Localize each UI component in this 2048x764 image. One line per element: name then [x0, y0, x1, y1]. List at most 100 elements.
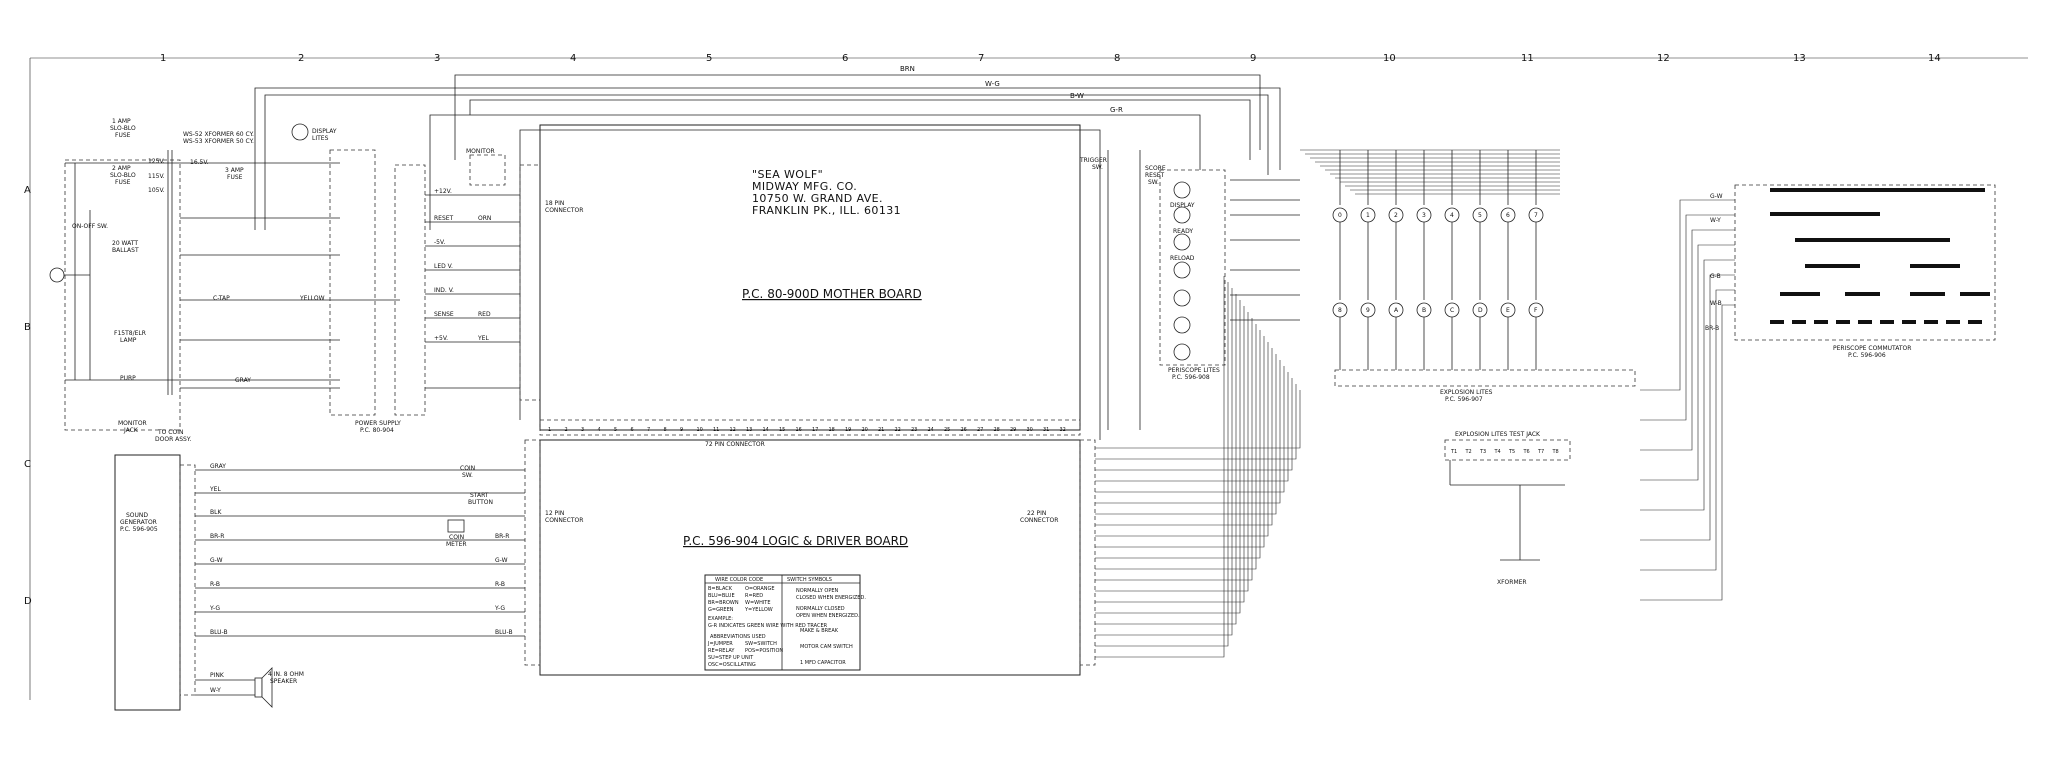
- company-address: 10750 W. GRAND AVE.: [752, 192, 883, 205]
- fuse2-label-b: SLO-BLO: [110, 172, 136, 179]
- pin72-label: 5: [614, 427, 617, 433]
- bundle-wire: [1095, 318, 1253, 581]
- commutator-wire-g-w: G-W: [1710, 193, 1723, 200]
- test-jack-pin: T1: [1450, 449, 1457, 455]
- example-heading: EXAMPLE:: [708, 616, 733, 622]
- pin72-label: 29: [1010, 427, 1016, 433]
- sound-wire-r-b: R-B: [210, 581, 220, 588]
- pin72-label: 31: [1043, 427, 1049, 433]
- pin72-label: 12: [730, 427, 736, 433]
- sound-generator: SOUND GENERATOR P.C. 596-905 GRAY YEL BL…: [114, 454, 525, 711]
- connector-18-pin-word: CONNECTOR: [545, 207, 583, 214]
- switch-normally-open-desc: CLOSED WHEN ENERGIZED.: [796, 595, 866, 601]
- power-input-section: ON-OFF SW. 1 AMP SLO-BLO FUSE 2 AMP SLO-…: [49, 118, 340, 443]
- display-lamp-label: DISPLAY: [1170, 202, 1195, 209]
- ps-wire-yel: YEL: [477, 335, 489, 342]
- commutator-feed-wire: [1640, 214, 1735, 421]
- speaker: 4 IN. 8 OHM SPEAKER: [254, 667, 304, 708]
- game-title: "SEA WOLF": [752, 168, 823, 181]
- pin72-label: 17: [812, 427, 818, 433]
- explosion-lamp-label: F: [1534, 307, 1538, 314]
- bundle-wire: [1095, 330, 1261, 559]
- mother-board: P.C. 80-900D MOTHER BOARD: [539, 124, 1081, 431]
- right-bus-lines: [1095, 199, 1735, 658]
- pin72-label: 20: [862, 427, 868, 433]
- connector-18-pin: 18 PIN CONNECTOR: [519, 164, 583, 401]
- sound-wire-w-y: W-Y: [210, 687, 221, 694]
- tap-16v: 16.5V.: [190, 159, 209, 166]
- explosion-lamp-label: B: [1422, 307, 1426, 314]
- ps-signal-neg5v: -5V.: [434, 239, 445, 246]
- commutator-feed-wire: [1640, 304, 1735, 601]
- fluorescent-lamp-label: F15T8/ELR: [114, 330, 146, 337]
- abbr-switch: SW=SWITCH: [745, 641, 777, 647]
- bundle-wire: [1095, 378, 1293, 471]
- grid-col-8: 8: [1114, 53, 1120, 64]
- pin72-label: 8: [664, 427, 667, 433]
- explosion-lamp-label: 6: [1506, 212, 1510, 219]
- color-code-o: O=ORANGE: [745, 586, 775, 592]
- yellow-wire-label: YELLOW: [299, 295, 325, 302]
- pin72-label: 16: [796, 427, 802, 433]
- pin72-label: 10: [697, 427, 703, 433]
- pin72-label: 24: [928, 427, 934, 433]
- logic-wire-r-b: R-B: [495, 581, 505, 588]
- top-bus-wires: BRN W-G B-W G-R: [254, 65, 1281, 440]
- explosion-lamp-label: E: [1506, 307, 1510, 314]
- grid-col-7: 7: [978, 53, 984, 64]
- trigger-switch-label-2: SW.: [1092, 164, 1103, 171]
- commutator-feed-wire: [1640, 229, 1735, 451]
- test-jack-pin: T4: [1494, 449, 1501, 455]
- fuse3-label: 3 AMP: [225, 167, 244, 174]
- commutator-wire-w-y: W-Y: [1710, 217, 1721, 224]
- test-jack-pin: T2: [1465, 449, 1472, 455]
- test-jack-pin: T3: [1479, 449, 1486, 455]
- sound-wire-gray: GRAY: [210, 463, 226, 470]
- company-city: FRANKLIN PK., ILL. 60131: [752, 204, 901, 217]
- bundle-wire: [1095, 342, 1269, 537]
- coin-door-label-2: DOOR ASSY.: [155, 436, 191, 443]
- score-reset-label-3: SW.: [1148, 179, 1159, 186]
- color-code-b: B=BLACK: [708, 586, 733, 592]
- connector-12-pin-word: CONNECTOR: [545, 517, 583, 524]
- coin-switch-label: COIN: [460, 465, 475, 472]
- switch-normally-open: NORMALLY OPEN: [796, 588, 839, 594]
- fuse2-label-c: FUSE: [115, 179, 131, 186]
- bundle-wire: [1095, 354, 1277, 515]
- pin72-label: 9: [680, 427, 683, 433]
- logic-wire-br-r: BR-R: [495, 533, 509, 540]
- pin72-label: 25: [944, 427, 950, 433]
- pin72-label: 27: [977, 427, 983, 433]
- example-text: G-R INDICATES GREEN WIRE WITH RED TRACER: [708, 623, 828, 629]
- sound-wire-g-w: G-W: [210, 557, 223, 564]
- xformer-label: XFORMER: [1497, 579, 1527, 586]
- switch-motor-cam: MOTOR CAM SWITCH: [800, 644, 853, 650]
- commutator-wire-g-b: G-B: [1710, 273, 1721, 280]
- pin72-label: 23: [911, 427, 917, 433]
- connector-22-pin-label: 22 PIN: [1027, 510, 1046, 517]
- speaker-label-2: SPEAKER: [270, 678, 297, 685]
- explosion-lamp-label: 2: [1394, 212, 1398, 219]
- coin-meter-label: COIN: [449, 534, 464, 541]
- monitor-jack-label: MONITOR: [118, 420, 147, 427]
- monitor-relay: MONITOR: [466, 148, 506, 186]
- explosion-lamp-label: 9: [1366, 307, 1370, 314]
- periscope-lites-label: PERISCOPE LITES: [1168, 367, 1220, 374]
- score-reset-label: SCORE: [1145, 165, 1166, 172]
- tap-115v: 115V.: [148, 173, 165, 180]
- grid-reference-frame: 1 2 3 4 5 6 7 8 9 10 11 12 13 14 A B C D: [24, 53, 2028, 700]
- bus-gr-label: G-R: [1110, 106, 1123, 114]
- pin72-label: 2: [565, 427, 568, 433]
- score-reset-label-2: RESET: [1145, 172, 1165, 179]
- bundle-wire: [1095, 282, 1229, 647]
- periscope-lites: DISPLAY READY RELOAD PERISCOPE LITES P.C…: [1159, 169, 1300, 381]
- ps-signal-reset: RESET: [434, 215, 454, 222]
- switch-capacitor: 1 MFD CAPACITOR: [800, 660, 846, 666]
- sound-wire-yel: YEL: [209, 486, 221, 493]
- speaker-label: 4 IN. 8 OHM: [268, 671, 304, 678]
- grid-col-10: 10: [1383, 53, 1396, 64]
